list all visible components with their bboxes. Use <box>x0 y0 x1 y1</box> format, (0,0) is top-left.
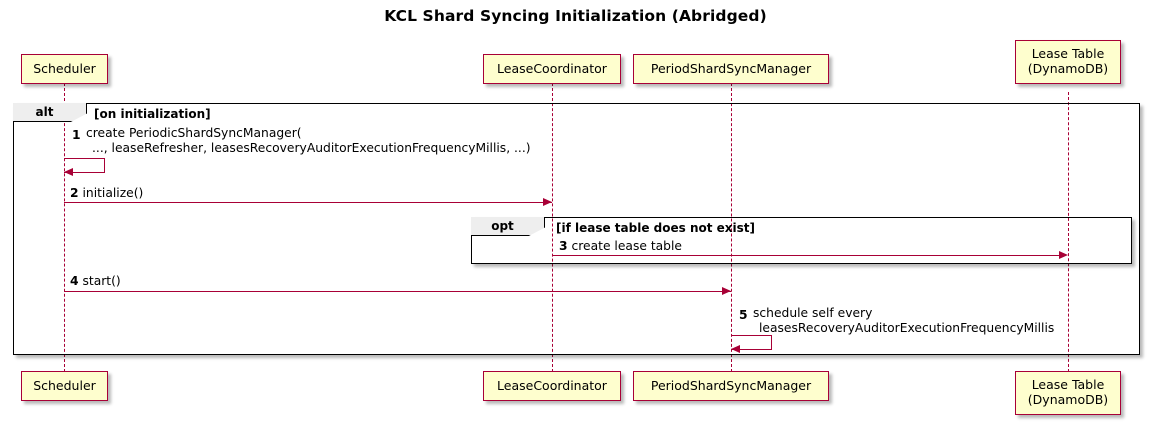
participant-lease-table-top[interactable]: Lease Table (DynamoDB) <box>1015 40 1121 84</box>
fragment-opt-guard: [if lease table does not exist] <box>556 221 756 235</box>
message-1-label: 1 create PeriodicShardSyncManager( ..., … <box>72 126 531 155</box>
fragment-alt-operator-text: alt <box>35 105 54 119</box>
lifeline-lease-table <box>1068 92 1069 372</box>
message-3-number: 3 <box>559 239 568 253</box>
participant-scheduler-bottom[interactable]: Scheduler <box>21 371 108 401</box>
participant-periodshardsyncmanager-top[interactable]: PeriodShardSyncManager <box>633 54 829 84</box>
message-5-selfcall-loop <box>731 335 772 350</box>
page-title: KCL Shard Syncing Initialization (Abridg… <box>384 7 767 25</box>
participant-lease-table-bottom[interactable]: Lease Table (DynamoDB) <box>1015 371 1121 415</box>
message-3-label: 3 create lease table <box>559 239 682 254</box>
message-1-text-line-2: ..., leaseRefresher, leasesRecoveryAudit… <box>92 141 531 155</box>
lifeline-leasecoordinator <box>552 83 553 372</box>
participant-leasecoordinator-top[interactable]: LeaseCoordinator <box>483 54 621 84</box>
participant-leasecoordinator-bottom-label: LeaseCoordinator <box>497 377 607 393</box>
message-5-number: 5 <box>739 308 748 322</box>
message-5-label: 5 schedule self every leasesRecoveryAudi… <box>739 306 1054 335</box>
participant-scheduler-top[interactable]: Scheduler <box>21 54 108 84</box>
message-2-line <box>64 202 552 203</box>
message-4-text: start() <box>82 274 121 288</box>
message-2-number: 2 <box>70 186 79 200</box>
participant-scheduler-bottom-label: Scheduler <box>33 377 96 393</box>
participant-lease-table-bottom-label-line-2: (DynamoDB) <box>1027 392 1109 407</box>
participant-leasecoordinator-bottom[interactable]: LeaseCoordinator <box>483 371 621 401</box>
message-4-arrowhead <box>722 286 731 295</box>
fragment-opt-operator-text: opt <box>491 219 514 233</box>
message-1-number: 1 <box>72 128 81 142</box>
fragment-opt <box>471 217 1132 264</box>
message-3-line <box>552 255 1059 256</box>
message-1-selfcall-loop <box>64 158 105 173</box>
message-3-arrowhead <box>1059 250 1068 259</box>
message-2-arrowhead <box>543 197 552 206</box>
participant-lease-table-top-label-line-2: (DynamoDB) <box>1027 61 1109 76</box>
message-4-label: 4 start() <box>70 274 121 289</box>
message-3-text: create lease table <box>571 239 682 253</box>
participant-lease-table-bottom-label-line-1: Lease Table <box>1031 377 1105 393</box>
message-2-label: 2 initialize() <box>70 186 143 201</box>
participant-lease-table-top-label-line-1: Lease Table <box>1031 46 1105 62</box>
participant-scheduler-top-label: Scheduler <box>33 60 96 76</box>
message-1-arrowhead <box>64 168 73 176</box>
participant-periodshardsyncmanager-bottom-label: PeriodShardSyncManager <box>650 377 812 393</box>
participant-leasecoordinator-top-label: LeaseCoordinator <box>497 60 607 76</box>
message-5-text-line-1: schedule self every <box>753 306 873 320</box>
fragment-alt <box>13 103 1140 355</box>
fragment-alt-operator-label: alt <box>13 103 87 122</box>
message-4-line <box>64 291 731 292</box>
lifeline-periodshardsyncmanager <box>731 83 732 372</box>
message-5-text-line-2: leasesRecoveryAuditorExecutionFrequencyM… <box>759 321 1055 335</box>
fragment-opt-operator-label: opt <box>471 217 545 236</box>
message-5-arrowhead <box>731 345 740 353</box>
message-4-number: 4 <box>70 274 79 288</box>
message-1-text-line-1: create PeriodicShardSyncManager( <box>86 126 302 140</box>
lifeline-scheduler <box>64 83 65 372</box>
message-2-text: initialize() <box>82 186 144 200</box>
participant-periodshardsyncmanager-top-label: PeriodShardSyncManager <box>650 60 812 76</box>
participant-periodshardsyncmanager-bottom[interactable]: PeriodShardSyncManager <box>633 371 829 401</box>
fragment-alt-guard: [on initialization] <box>94 107 211 121</box>
